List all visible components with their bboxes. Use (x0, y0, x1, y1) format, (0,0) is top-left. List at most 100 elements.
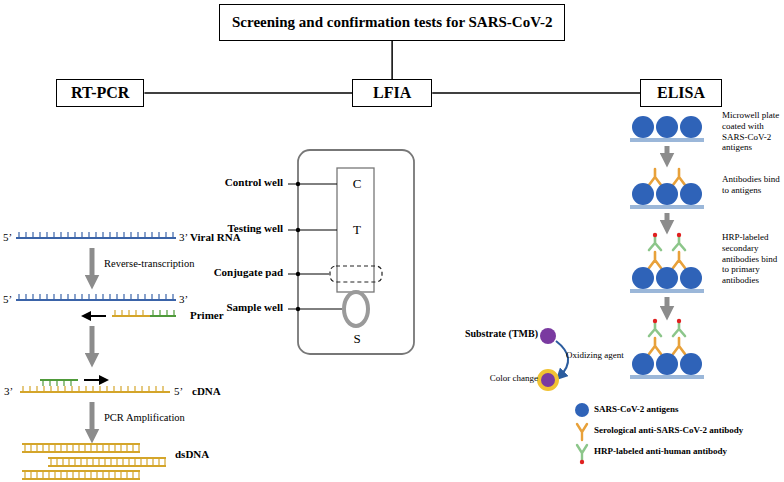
microwell-plate (630, 205, 704, 209)
base-pair (164, 458, 165, 466)
base-tick (43, 386, 44, 392)
hrp-antibody (673, 319, 685, 336)
base-tick (159, 310, 160, 316)
box-text: LFIA (373, 84, 411, 102)
hrp-antibody (649, 233, 661, 250)
base-pair (104, 458, 105, 466)
base-tick (144, 294, 145, 300)
base-pair (48, 444, 49, 452)
base-tick (85, 386, 86, 392)
part-label: Testing well (227, 222, 283, 235)
strand-label: cDNA (192, 385, 221, 398)
base-tick (137, 294, 138, 300)
base-pair (36, 471, 37, 479)
sample-well (344, 292, 368, 326)
base-pair (86, 458, 87, 466)
title-box: Screening and confirmation tests for SAR… (219, 4, 565, 41)
antigen-row (632, 267, 702, 289)
base-tick (95, 232, 96, 238)
base-tick (95, 294, 96, 300)
part-label: Sample well (226, 301, 283, 314)
base-tick (53, 232, 54, 238)
connector-line (432, 92, 640, 94)
cassette-outline (298, 150, 414, 354)
base-tick (173, 310, 174, 316)
step-arrow (665, 297, 670, 313)
antibody (649, 252, 661, 268)
base-pair (120, 471, 121, 479)
base-pair (54, 471, 55, 479)
base-tick (113, 386, 114, 392)
base-tick (18, 232, 19, 238)
base-tick (60, 294, 61, 300)
step-label: Reverse-transcription (104, 258, 194, 271)
leader-dot (296, 182, 300, 186)
antibody (649, 169, 661, 185)
legend-hrp-antibody (577, 445, 587, 461)
leader-dot (296, 228, 300, 232)
base-pair (42, 444, 43, 452)
microwell-plate (630, 138, 704, 142)
method-box: LFIA (352, 79, 432, 107)
leader-line (288, 230, 337, 231)
base-pair (132, 471, 133, 479)
base-tick (127, 386, 128, 392)
base-pair (42, 471, 43, 479)
step-note: HRP-labeled secondary antibodies bind to… (722, 232, 780, 286)
step-label: PCR Amplification (104, 412, 185, 425)
dna-strand (22, 478, 140, 480)
base-pair (30, 471, 31, 479)
base-pair (80, 458, 81, 466)
base-tick (22, 386, 23, 392)
base-pair (126, 444, 127, 452)
base-pair (138, 444, 139, 452)
base-pair (102, 444, 103, 452)
part-label: Control well (225, 176, 283, 189)
dna-strand (22, 443, 140, 445)
base-tick (70, 380, 71, 386)
base-pair (30, 444, 31, 452)
base-pair (72, 471, 73, 479)
base-pair (96, 444, 97, 452)
well-letter: C (353, 176, 362, 192)
base-tick (102, 232, 103, 238)
method-box: RT-PCR (56, 79, 144, 107)
base-pair (78, 471, 79, 479)
end-label: 3’ (179, 293, 188, 306)
test-strip (337, 168, 374, 292)
antigen-row (632, 353, 702, 375)
connector-line (391, 41, 393, 79)
base-tick (155, 386, 156, 392)
dna-strand (22, 451, 140, 453)
base-tick (60, 232, 61, 238)
base-pair (84, 471, 85, 479)
base-tick (152, 310, 153, 316)
base-tick (88, 232, 89, 238)
legend-antibody (577, 424, 587, 440)
base-pair (50, 458, 51, 466)
base-pair (56, 458, 57, 466)
step-arrow (665, 213, 670, 227)
reaction-label: Color change (490, 373, 538, 384)
base-pair (110, 458, 111, 466)
legend-text: HRP-labeled anti-human antibody (594, 446, 727, 457)
base-tick (109, 294, 110, 300)
base-tick (25, 294, 26, 300)
substrate-label: Substrate (TMB) (465, 328, 538, 340)
base-tick (123, 294, 124, 300)
lfia-cassette (288, 150, 414, 354)
rt-pcr-illustration (16, 238, 176, 479)
base-tick (114, 310, 115, 316)
base-pair (92, 458, 93, 466)
base-pair (72, 444, 73, 452)
end-label: 5’ (174, 385, 183, 398)
base-tick (67, 232, 68, 238)
antibody (649, 338, 661, 354)
base-pair (138, 471, 139, 479)
base-tick (46, 294, 47, 300)
legend-text: Serological anti-SARS-CoV-2 antibody (594, 425, 743, 436)
step-note: Microwell plate coated with SARS-CoV-2 a… (722, 110, 780, 153)
base-tick (39, 232, 40, 238)
base-pair (84, 444, 85, 452)
primer-strand (112, 315, 150, 317)
